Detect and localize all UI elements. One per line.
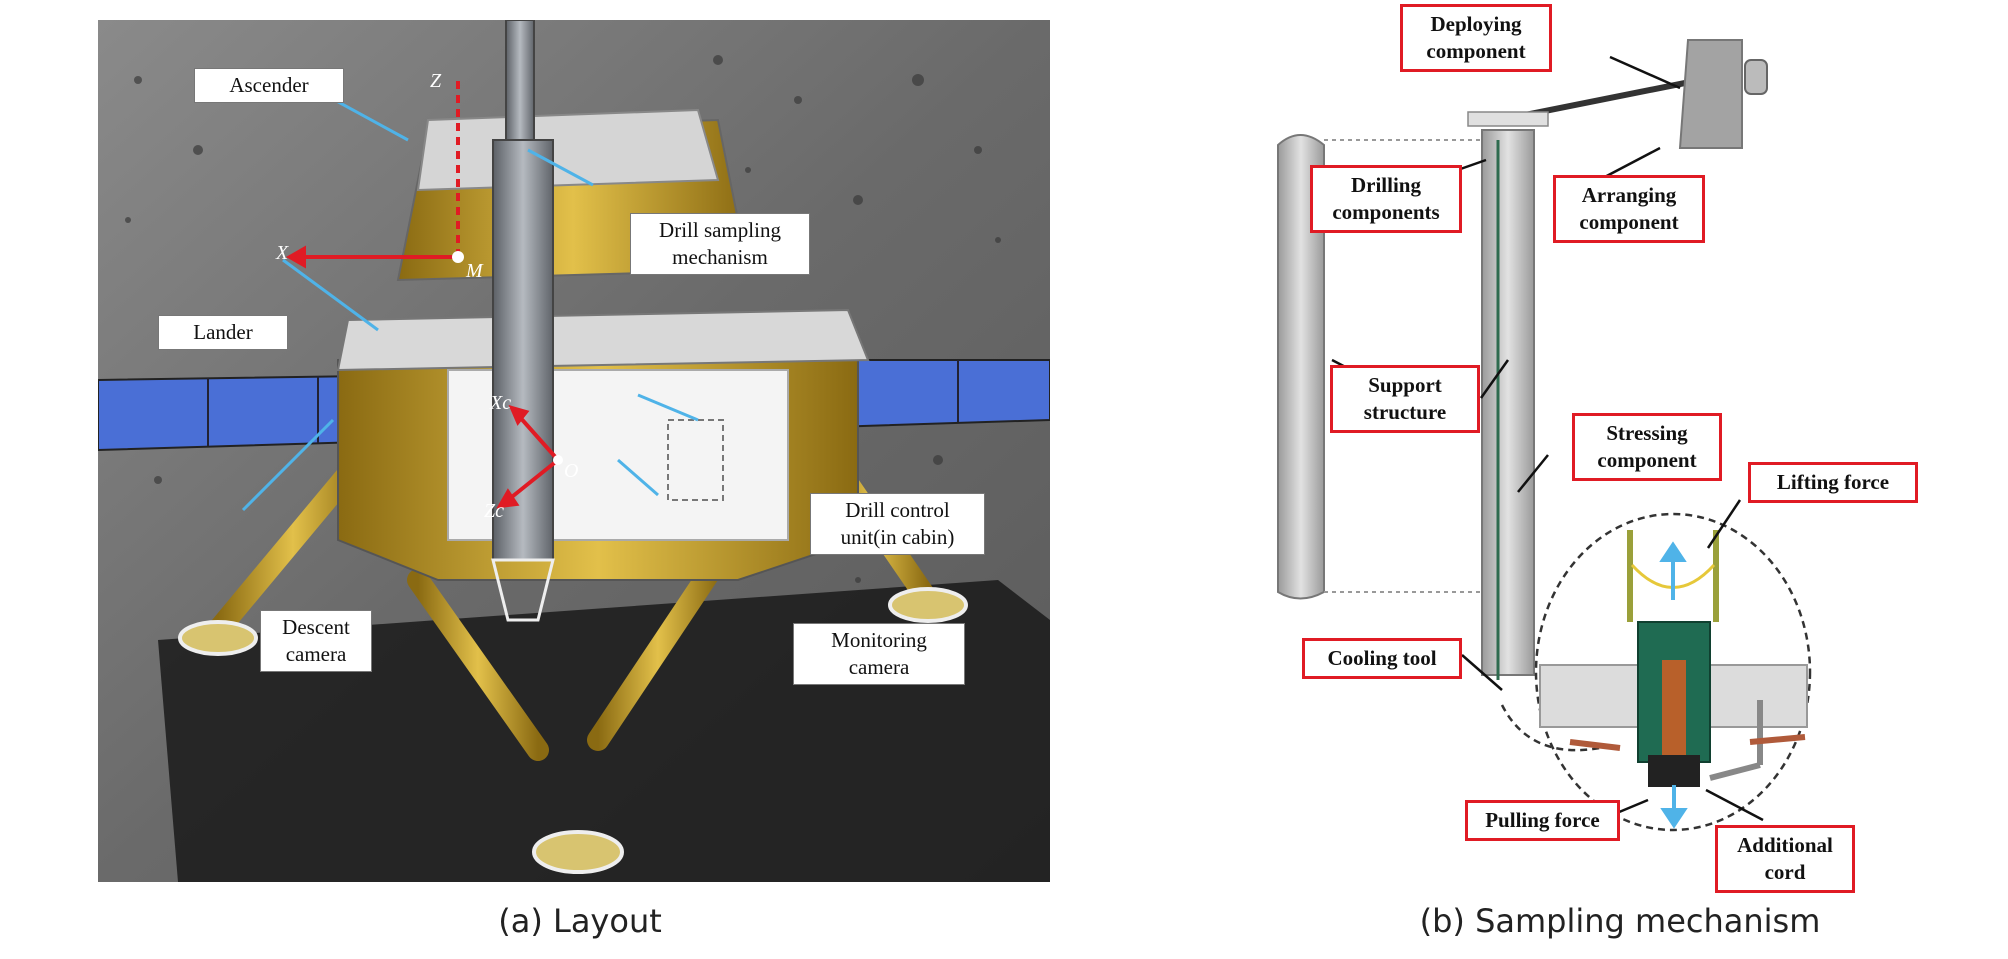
label-arranging-component: Arranging component: [1553, 175, 1705, 243]
axis-m-label: M: [466, 260, 483, 282]
axis-xc-label: Xc: [490, 392, 512, 414]
axis-zc-label: Zc: [484, 500, 504, 522]
label-deploying-component: Deploying component: [1400, 4, 1552, 72]
sampling-mechanism-panel: Deploying component Drilling components …: [1240, 0, 1940, 900]
caption-layout: (a) Layout: [498, 902, 662, 940]
label-pulling-force: Pulling force: [1465, 800, 1620, 841]
label-drilling-components: Drilling components: [1310, 165, 1462, 233]
label-lander: Lander: [158, 315, 288, 350]
detail-zoom-ellipse: [1534, 512, 1812, 832]
label-drill-control-unit: Drill control unit(in cabin): [810, 493, 985, 555]
main-tube: [1481, 129, 1535, 676]
label-descent-camera: Descent camera: [260, 610, 372, 672]
axis-o-label: O: [564, 460, 579, 482]
layout-panel: Z X M Xc Zc O Ascender Drill sampling me…: [98, 20, 1050, 882]
label-monitoring-camera: Monitoring camera: [793, 623, 965, 685]
arranging-plate: [1678, 39, 1743, 149]
axis-z-label: Z: [430, 70, 442, 92]
label-ascender: Ascender: [194, 68, 344, 103]
mechanism-drawing: [1277, 39, 1812, 832]
caption-sampling-mechanism: (b) Sampling mechanism: [1419, 902, 1821, 940]
drill-tower: [492, 139, 554, 561]
label-lifting-force: Lifting force: [1748, 462, 1918, 503]
lander-illustration: [98, 20, 1050, 882]
label-cooling-tool: Cooling tool: [1302, 638, 1462, 679]
label-support-structure: Support structure: [1330, 365, 1480, 433]
label-drill-sampling-mechanism: Drill sampling mechanism: [630, 213, 810, 275]
label-additional-cord: Additional cord: [1715, 825, 1855, 893]
label-stressing-component: Stressing component: [1572, 413, 1722, 481]
axis-x-label: X: [276, 242, 289, 264]
